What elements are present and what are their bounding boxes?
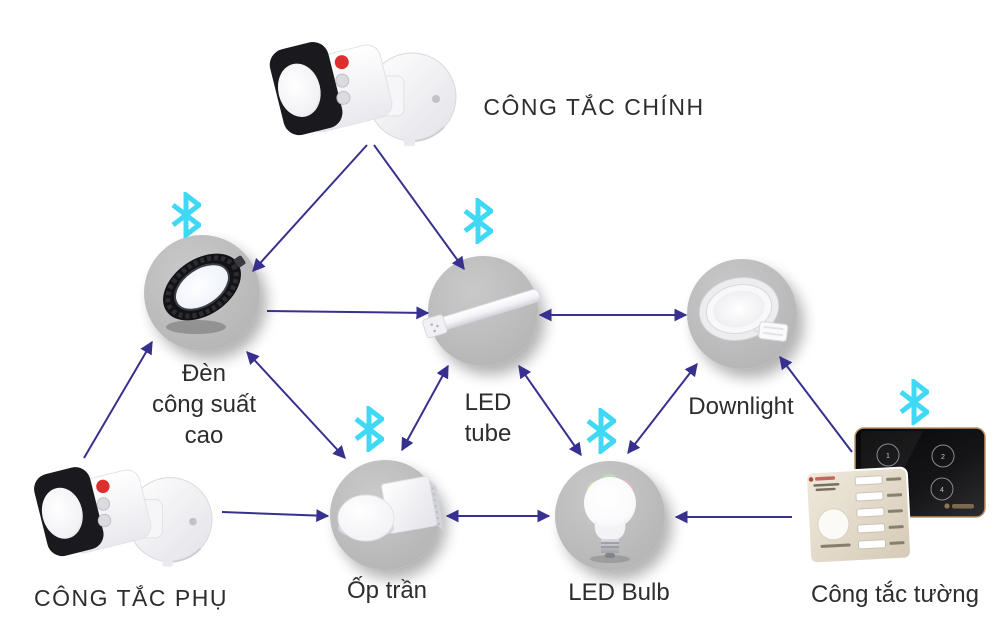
label-main-switch: CÔNG TẮC CHÍNH (483, 94, 705, 120)
node-downlight (687, 259, 797, 369)
label-ceiling-light: Ốp trần (346, 577, 428, 604)
bluetooth-icon (171, 192, 201, 238)
edge-main_switch--high_power_lamp (252, 144, 368, 272)
label-wall-switch: Công tắc tường (811, 581, 979, 608)
edge-secondary_switch--high_power_lamp (83, 340, 153, 459)
downlight-icon (698, 277, 789, 342)
main-switch-device (265, 25, 457, 147)
edge-secondary_switch--ceiling_light (221, 509, 330, 523)
bluetooth-icon (354, 406, 384, 452)
edge-high_power_lamp--ceiling_light (246, 351, 346, 459)
node-ceiling-light (330, 460, 445, 570)
led-tube-icon (422, 289, 541, 339)
ceiling-lights-icon (337, 475, 445, 542)
edge-downlight--led_bulb (627, 362, 698, 455)
bluetooth-icon (463, 198, 493, 244)
label-led-tube: LED tube (464, 389, 512, 447)
edge-led_tube--ceiling_light (401, 364, 449, 452)
node-led-tube (422, 256, 541, 366)
scene-panel (805, 466, 912, 565)
ufo-highbay-light-icon (163, 253, 246, 334)
touch-button-4: 4 (940, 487, 944, 494)
edge-main_switch--led_tube (373, 144, 465, 271)
edge-high_power_lamp--led_tube (266, 306, 430, 320)
label-downlight: Downlight (688, 393, 794, 420)
label-secondary-switch: CÔNG TẮC PHỤ (34, 585, 228, 611)
bluetooth-icon (899, 379, 929, 425)
label-led-bulb: LED Bulb (568, 579, 670, 606)
led-bulb-icon (584, 474, 636, 563)
touch-button-2: 2 (941, 454, 945, 461)
bluetooth-icon (586, 408, 616, 454)
label-high-power-lamp: Đèn công suất cao (151, 360, 257, 449)
secondary-switch-device (29, 451, 214, 568)
wall-switch-devices: 1 2 4 (805, 427, 986, 565)
touch-button-1: 1 (886, 453, 890, 460)
node-led-bulb (555, 461, 665, 571)
node-high-power-lamp (144, 235, 260, 351)
edge-led_tube--led_bulb (518, 364, 582, 457)
